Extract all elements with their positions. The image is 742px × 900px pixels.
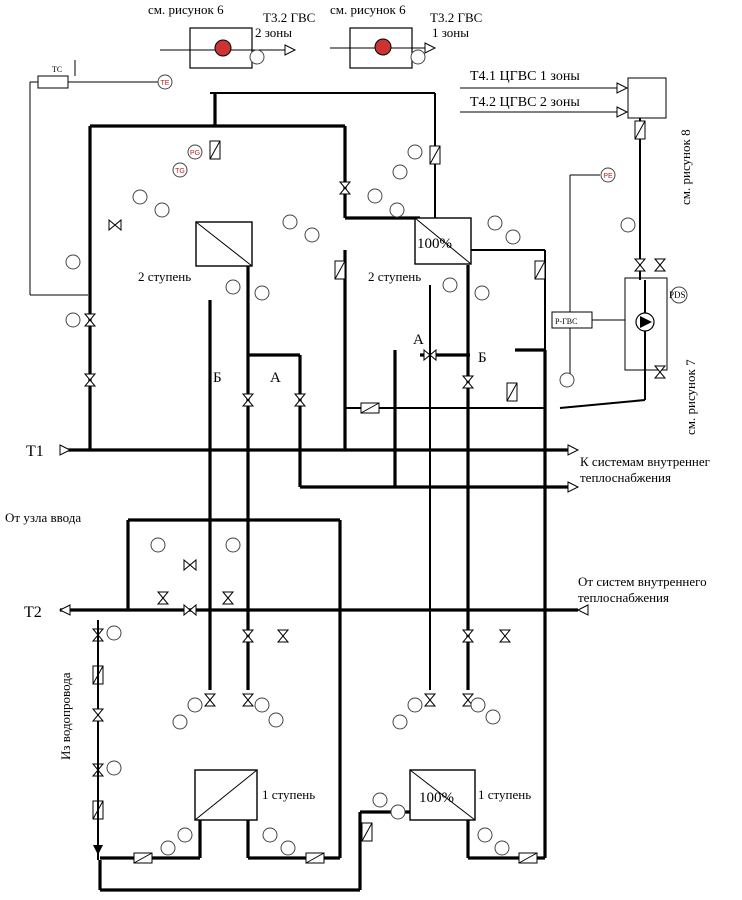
pump-unit-zone2 [160,27,296,69]
zone2-label: 2 зоны [255,25,292,40]
tc-label: ТС [52,65,62,74]
percent-top-label: 100% [417,236,452,252]
pgvs-label: Р-ГВС [555,317,577,326]
pump-unit-zone1 [330,27,436,69]
cold-water-line [92,620,104,860]
labels: см. рисунок 6 Т3.2 ГВС 2 зоны см. рисуно… [5,2,710,806]
ref7-label: см. рисунок 7 [683,359,698,435]
t1-label: Т1 [26,443,44,460]
t2-label: Т2 [24,604,42,621]
filters [92,120,646,864]
heat-exchanger-stage1-left [194,769,258,821]
stage2-right-label: 2 ступень [368,269,421,284]
from-systems-line1: От систем внутреннего [578,574,707,589]
to-systems-line2: теплоснабжения [580,470,671,485]
b-left-label: Б [213,370,222,386]
to-systems-line1: К системам внутреннег [580,454,710,469]
t32-zone2-label: Т3.2 ГВС [263,10,315,25]
ref6-b-label: см. рисунок 6 [330,2,406,17]
pe-label: PE [603,173,613,180]
stage2-left-label: 2 ступень [138,269,191,284]
from-systems-line2: теплоснабжения [578,590,669,605]
heat-exchanger-stage2-left [195,221,253,267]
from-inlet-label: От узла ввода [5,510,81,525]
heat-exchanger-stage1-right [409,769,476,821]
ref8-label: см. рисунок 8 [678,129,693,205]
t32-zone1-label: Т3.2 ГВС [430,10,482,25]
zone1-label: 1 зоны [432,25,469,40]
heat-exchanger-stage2-right [414,217,472,265]
ref6-a-label: см. рисунок 6 [148,2,224,17]
tg-label: TG [175,168,185,175]
b-right-label: Б [478,350,487,366]
pds-label: PDS [669,290,686,300]
main-pipes [59,92,589,892]
stage1-left-label: 1 ступень [262,787,315,802]
dhw-circulation-block [460,77,668,409]
percent-bottom-label: 100% [419,790,454,806]
water-supply-label: Из водопровода [58,672,73,760]
instruments: PG TG TE PE [65,74,688,856]
t42-label: Т4.2 ЦГВС 2 зоны [470,95,580,110]
a-left-label: А [270,370,281,386]
stage1-right-label: 1 ступень [478,787,531,802]
a-right-label: А [413,332,424,348]
temperature-control-loop [29,60,160,296]
te-label: TE [161,80,170,87]
vertical-pipes [208,249,546,690]
t41-label: Т4.1 ЦГВС 1 зоны [470,69,580,84]
pg-label: PG [190,150,200,157]
